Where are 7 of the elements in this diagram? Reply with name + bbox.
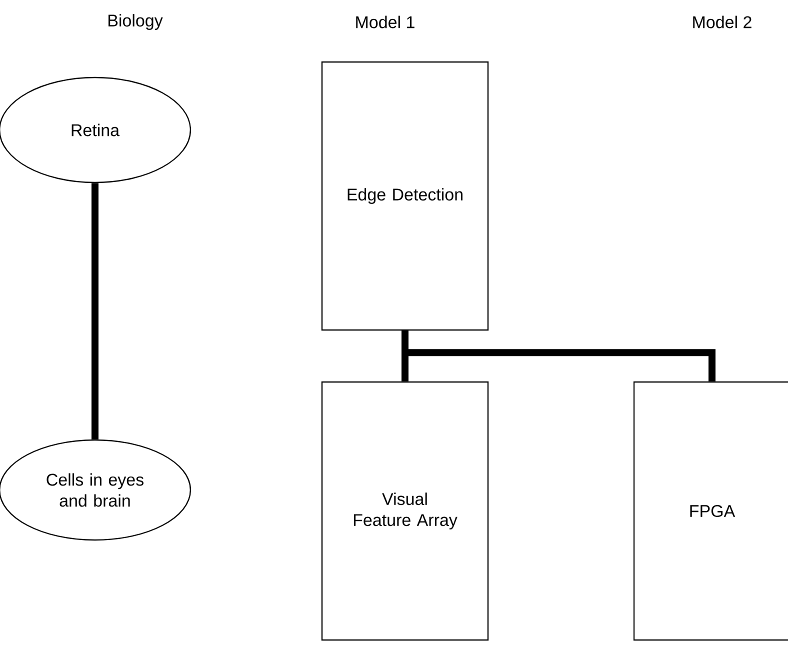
process-box: Edge Detection bbox=[321, 61, 489, 331]
column-heading: Model 1 bbox=[356, 16, 414, 28]
column-heading: Model 2 bbox=[693, 16, 752, 28]
column-heading: Biology bbox=[108, 14, 163, 30]
connector-line bbox=[92, 183, 98, 440]
process-box: Visual Feature Array bbox=[321, 381, 489, 641]
process-box: FPGA bbox=[633, 381, 788, 641]
